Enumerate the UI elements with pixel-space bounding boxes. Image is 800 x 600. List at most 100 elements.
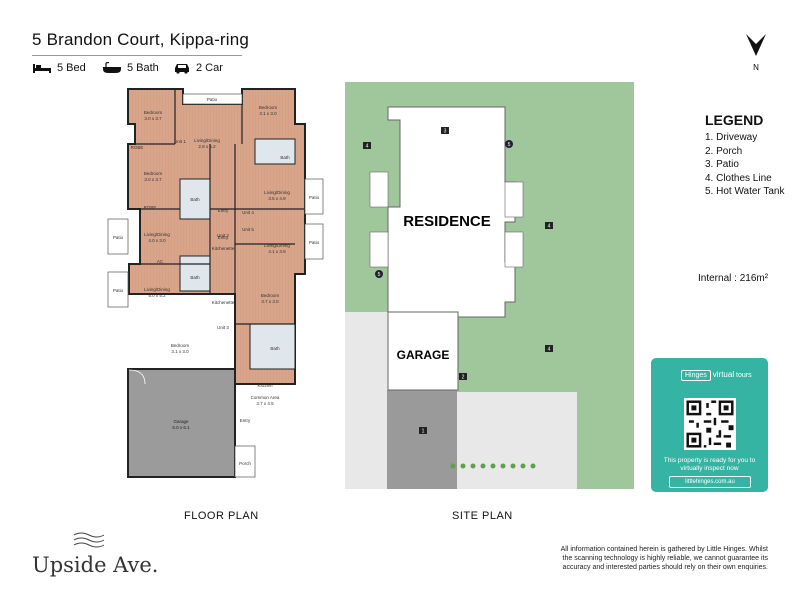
garage-label: GARAGE xyxy=(397,348,450,362)
patio xyxy=(304,178,324,215)
room-dims: 3.5 x 4.9 xyxy=(268,196,286,201)
kitchenette-label: Kitchenette xyxy=(212,300,235,305)
room-label-garage: Garage xyxy=(173,419,189,424)
room-dims: 6.0 x 6.1 xyxy=(172,425,190,430)
room-dims: 3.1 x 3.0 xyxy=(259,111,277,116)
floor-plan: Bedroom 3.0 x 3.7 Bedroom 3.1 x 3.0 Livi… xyxy=(107,88,324,478)
bathroom-tiles xyxy=(179,255,211,292)
entry-label: Entry xyxy=(218,235,229,240)
waves-logo-icon xyxy=(73,532,105,548)
room-dims: 3.1 x 3.0 xyxy=(171,349,189,354)
cars-label: 2 Car xyxy=(196,62,223,74)
unit-label: Unit 1 xyxy=(174,139,186,144)
site-plan-label: SITE PLAN xyxy=(452,510,513,522)
patio xyxy=(107,271,129,308)
bathroom-tiles xyxy=(254,138,296,165)
room-label-bedroom-2: Bedroom xyxy=(259,105,278,110)
residence-label: RESIDENCE xyxy=(403,213,491,230)
bath-label: Bath xyxy=(190,197,200,202)
porch-label: Porch xyxy=(239,461,251,466)
marker-clothes-line: 4 xyxy=(548,347,551,353)
room-label-living-3: Living/Dining xyxy=(144,232,170,237)
virtual-tours-logo: Hinges virtual tours xyxy=(681,370,752,381)
room-label-bedroom-4: Bedroom xyxy=(261,293,280,298)
brand-logo-text: Upside Ave. xyxy=(32,553,159,577)
marker-clothes-line: 4 xyxy=(366,144,369,150)
legend-item: 5. Hot Water Tank xyxy=(705,186,785,197)
patio-label: Patio xyxy=(113,288,124,293)
bathroom-tiles xyxy=(249,323,296,370)
room-label-common-area: Common Area xyxy=(251,395,280,400)
hinges-brand: Hinges xyxy=(681,370,711,381)
garage-footprint xyxy=(387,311,459,391)
driveway xyxy=(387,390,457,489)
entry-label: Entry xyxy=(240,418,251,423)
marker-patio: 3 xyxy=(444,129,447,135)
residence-footprint xyxy=(387,106,516,318)
patio-label: Patio xyxy=(207,97,218,102)
virtual-tours-message: This property is ready for you to virtua… xyxy=(663,457,756,472)
marker-driveway: 1 xyxy=(422,429,425,435)
disclaimer: All information contained herein is gath… xyxy=(560,546,768,571)
baths-feature: 5 Bath xyxy=(102,62,159,74)
robe-label: ROBE xyxy=(131,145,144,150)
kitchen-label: Kitchen xyxy=(257,383,273,388)
marker-clothes-line: 4 xyxy=(548,224,551,230)
entry-label: Entry xyxy=(218,208,229,213)
bed-icon xyxy=(33,64,51,73)
marker-hot-water-tank: 5 xyxy=(378,272,381,278)
room-label-living-2: Living/Dining xyxy=(264,190,290,195)
bath-label: Bath xyxy=(280,155,290,160)
marker-hot-water-tank: 5 xyxy=(508,142,511,148)
room-label-living-1: Living/Dining xyxy=(194,138,220,143)
floor-plan-label: FLOOR PLAN xyxy=(184,510,259,522)
legend-item: 1. Driveway xyxy=(705,132,758,143)
room-dims: 3.0 x 3.7 xyxy=(144,177,162,182)
car-icon xyxy=(175,64,189,74)
paving xyxy=(457,392,577,489)
room-label-bedroom-1: Bedroom xyxy=(144,110,163,115)
patio xyxy=(304,223,324,260)
legend-item: 2. Porch xyxy=(705,145,743,157)
legend-item: 3. Patio xyxy=(705,159,739,170)
room-dims: 4.1 x 3.9 xyxy=(268,249,286,254)
site-plan: RESIDENCE GARAGE 1 2 3 4 4 4 5 5 xyxy=(345,82,634,489)
virtual-tag-bottom: tours xyxy=(736,372,752,379)
kitchenette-label: Kitchenette xyxy=(212,246,235,251)
legend: LEGEND 1. Driveway 2. Porch 3. Patio 4. … xyxy=(705,112,785,199)
paving xyxy=(345,312,390,489)
virtual-tours-link[interactable]: littlehinges.com.au xyxy=(669,476,751,488)
virtual-tag-top: virtual xyxy=(712,370,735,379)
title-divider xyxy=(32,55,242,56)
patio-label: Patio xyxy=(309,195,320,200)
room-dims: 4.0 x 3.0 xyxy=(148,238,166,243)
bath-label: Bath xyxy=(270,346,280,351)
porch xyxy=(234,445,256,478)
cars-feature: 2 Car xyxy=(173,62,223,74)
virtual-tours-card[interactable]: Hinges virtual tours This property is re… xyxy=(651,358,768,492)
room-dims: 3.7 x 4.5 xyxy=(256,401,274,406)
room-dims: 5.0 x 5.2 xyxy=(148,293,166,298)
baths-label: 5 Bath xyxy=(127,62,159,74)
legend-title: LEGEND xyxy=(705,112,764,128)
qr-code-icon[interactable] xyxy=(684,398,736,450)
robe-label: ROBE xyxy=(144,205,157,210)
unit-label: Unit 5 xyxy=(242,227,254,232)
bath-label: Bath xyxy=(190,275,200,280)
room-label-living-5: Living/Dining xyxy=(144,287,170,292)
internal-area: Internal : 216m² xyxy=(698,273,769,284)
ac-label: AC xyxy=(157,259,164,264)
beds-feature: 5 Bed xyxy=(32,62,86,74)
unit-label: Unit 3 xyxy=(217,325,229,330)
room-dims: 3.0 x 3.7 xyxy=(144,116,162,121)
unit-label: Unit 2 xyxy=(217,233,229,238)
patio xyxy=(107,218,129,255)
beds-label: 5 Bed xyxy=(57,62,86,74)
north-arrow-icon: N xyxy=(746,34,766,72)
page-title: 5 Brandon Court, Kippa-ring xyxy=(32,30,250,49)
garage-floor xyxy=(127,368,236,478)
marker-porch: 2 xyxy=(462,375,465,381)
patio-label: Patio xyxy=(113,235,124,240)
room-label-living-4: Living/Dining xyxy=(264,243,290,248)
room-label-bedroom-3: Bedroom xyxy=(144,171,163,176)
